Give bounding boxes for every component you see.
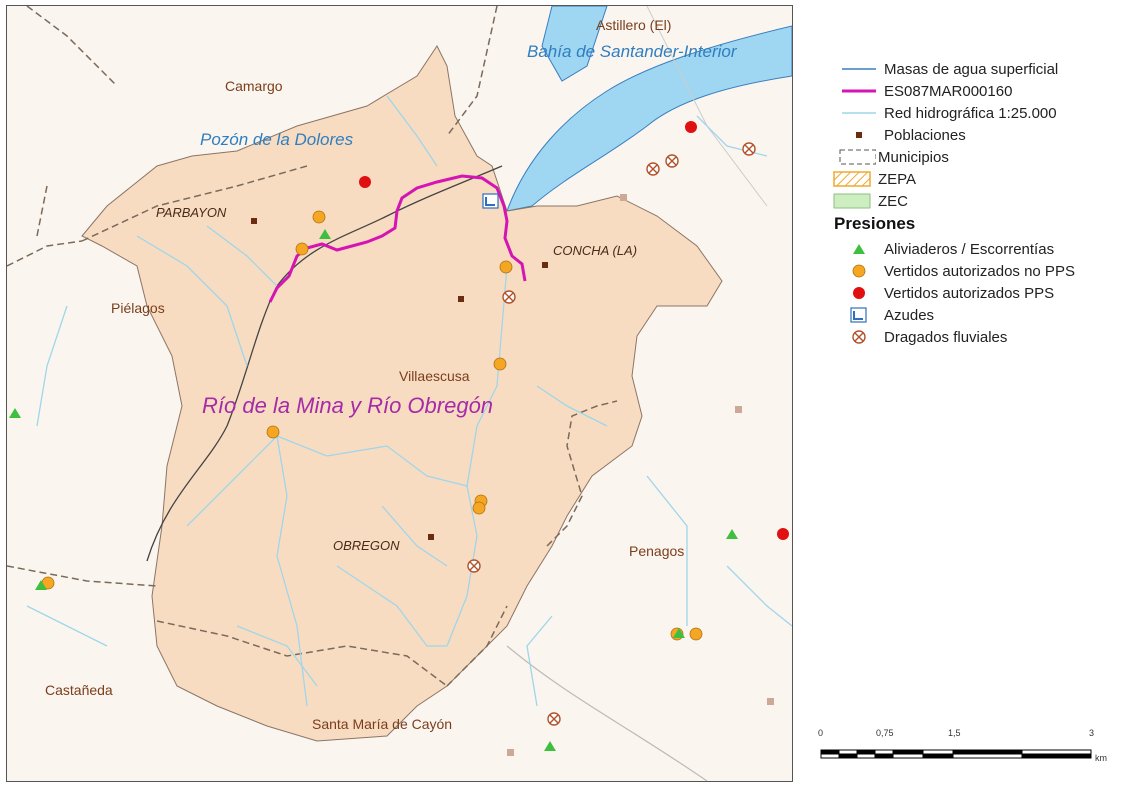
label-villaescusa: Villaescusa	[399, 368, 470, 384]
dashed-box-icon	[839, 149, 876, 165]
legend-label: Municipios	[878, 149, 949, 166]
line-magenta-icon	[842, 89, 876, 93]
brown-square-icon	[856, 132, 862, 138]
legend-item-dragados: Dragados fluviales	[820, 326, 1120, 348]
aliviaderos-markers[interactable]	[9, 229, 738, 751]
cross-circle-icon	[852, 330, 866, 344]
green-box-icon	[833, 193, 871, 209]
label-concha-la: CONCHA (LA)	[553, 243, 638, 258]
legend-label: Dragados fluviales	[884, 329, 1008, 346]
red-circle-icon	[853, 287, 865, 299]
hatched-box-icon	[833, 171, 871, 187]
legend-label: ES087MAR000160	[884, 83, 1013, 100]
legend-label: Azudes	[884, 307, 935, 324]
scale-tick-0: 0	[818, 728, 824, 738]
population-markers	[251, 218, 548, 540]
basin-polygon	[81, 45, 723, 742]
legend-item-masas-agua: Masas de agua superficial	[820, 58, 1120, 80]
legend-item-red-hidrografica: Red hidrográfica 1:25.000	[820, 102, 1120, 124]
label-astillero: Astillero (El)	[596, 17, 672, 33]
legend-item-vertidos-pps: Vertidos autorizados PPS	[820, 282, 1120, 304]
label-bahia-santander: Bahía de Santander-Interior	[527, 42, 737, 61]
legend-item-es087: ES087MAR000160	[820, 80, 1120, 102]
legend-label: Aliviaderos / Escorrentías	[884, 241, 1055, 258]
map-svg	[7, 6, 792, 781]
label-camargo: Camargo	[225, 78, 283, 94]
legend-label: Vertidos autorizados PPS	[884, 285, 1055, 302]
green-triangle-icon	[853, 244, 865, 254]
map-legend: Masas de agua superficial ES087MAR000160…	[820, 58, 1120, 348]
scale-tick-1: 0,75	[876, 728, 894, 738]
legend-item-azudes: Azudes	[820, 304, 1120, 326]
legend-item-aliviaderos: Aliviaderos / Escorrentías	[820, 238, 1120, 260]
legend-label: Masas de agua superficial	[884, 61, 1059, 78]
scale-bar: 0 0,75 1,5 3 km	[816, 728, 1121, 768]
legend-label: ZEPA	[878, 171, 917, 188]
map-canvas[interactable]: Camargo Piélagos Castañeda Penagos Santa…	[6, 5, 793, 782]
legend-label: Vertidos autorizados no PPS	[884, 263, 1075, 280]
municipal-boundaries	[7, 6, 618, 687]
legend-item-zepa: ZEPA	[820, 168, 1120, 190]
legend-item-zec: ZEC	[820, 190, 1120, 212]
legend-item-vertidos-no-pps: Vertidos autorizados no PPS	[820, 260, 1120, 282]
line-cyan-icon	[842, 112, 876, 114]
orange-circle-icon	[852, 264, 866, 278]
legend-item-municipios: Municipios	[820, 146, 1120, 168]
scale-tick-2: 1,5	[948, 728, 961, 738]
scale-bar-graphic	[820, 749, 1092, 759]
vertidos-pps-markers[interactable]	[359, 121, 789, 540]
label-pielagos: Piélagos	[111, 300, 165, 316]
bay-north	[541, 6, 608, 82]
line-blue-icon	[842, 68, 876, 70]
scale-tick-3: 3	[1089, 728, 1095, 738]
label-obregon: OBREGON	[333, 538, 400, 553]
legend-label: Poblaciones	[884, 127, 966, 144]
label-penagos: Penagos	[629, 543, 685, 559]
label-basin: Río de la Mina y Río Obregón	[202, 393, 494, 418]
bay-water	[506, 25, 792, 212]
label-castaneda: Castañeda	[45, 682, 113, 698]
label-parbayon: PARBAYON	[156, 205, 227, 220]
legend-label: Red hidrográfica 1:25.000	[884, 105, 1057, 122]
azud-marker[interactable]	[482, 193, 499, 209]
weir-icon	[850, 307, 867, 323]
dragados-markers[interactable]	[467, 142, 756, 726]
label-santa-maria-de-cayon: Santa María de Cayón	[312, 716, 453, 732]
legend-item-poblaciones: Poblaciones	[820, 124, 1120, 146]
label-pozon-dolores: Pozón de la Dolores	[200, 130, 354, 149]
legend-label: ZEC	[878, 193, 908, 210]
river-network	[26, 95, 792, 707]
scale-unit: km	[1095, 753, 1107, 763]
legend-section-title: Presiones	[834, 214, 916, 233]
